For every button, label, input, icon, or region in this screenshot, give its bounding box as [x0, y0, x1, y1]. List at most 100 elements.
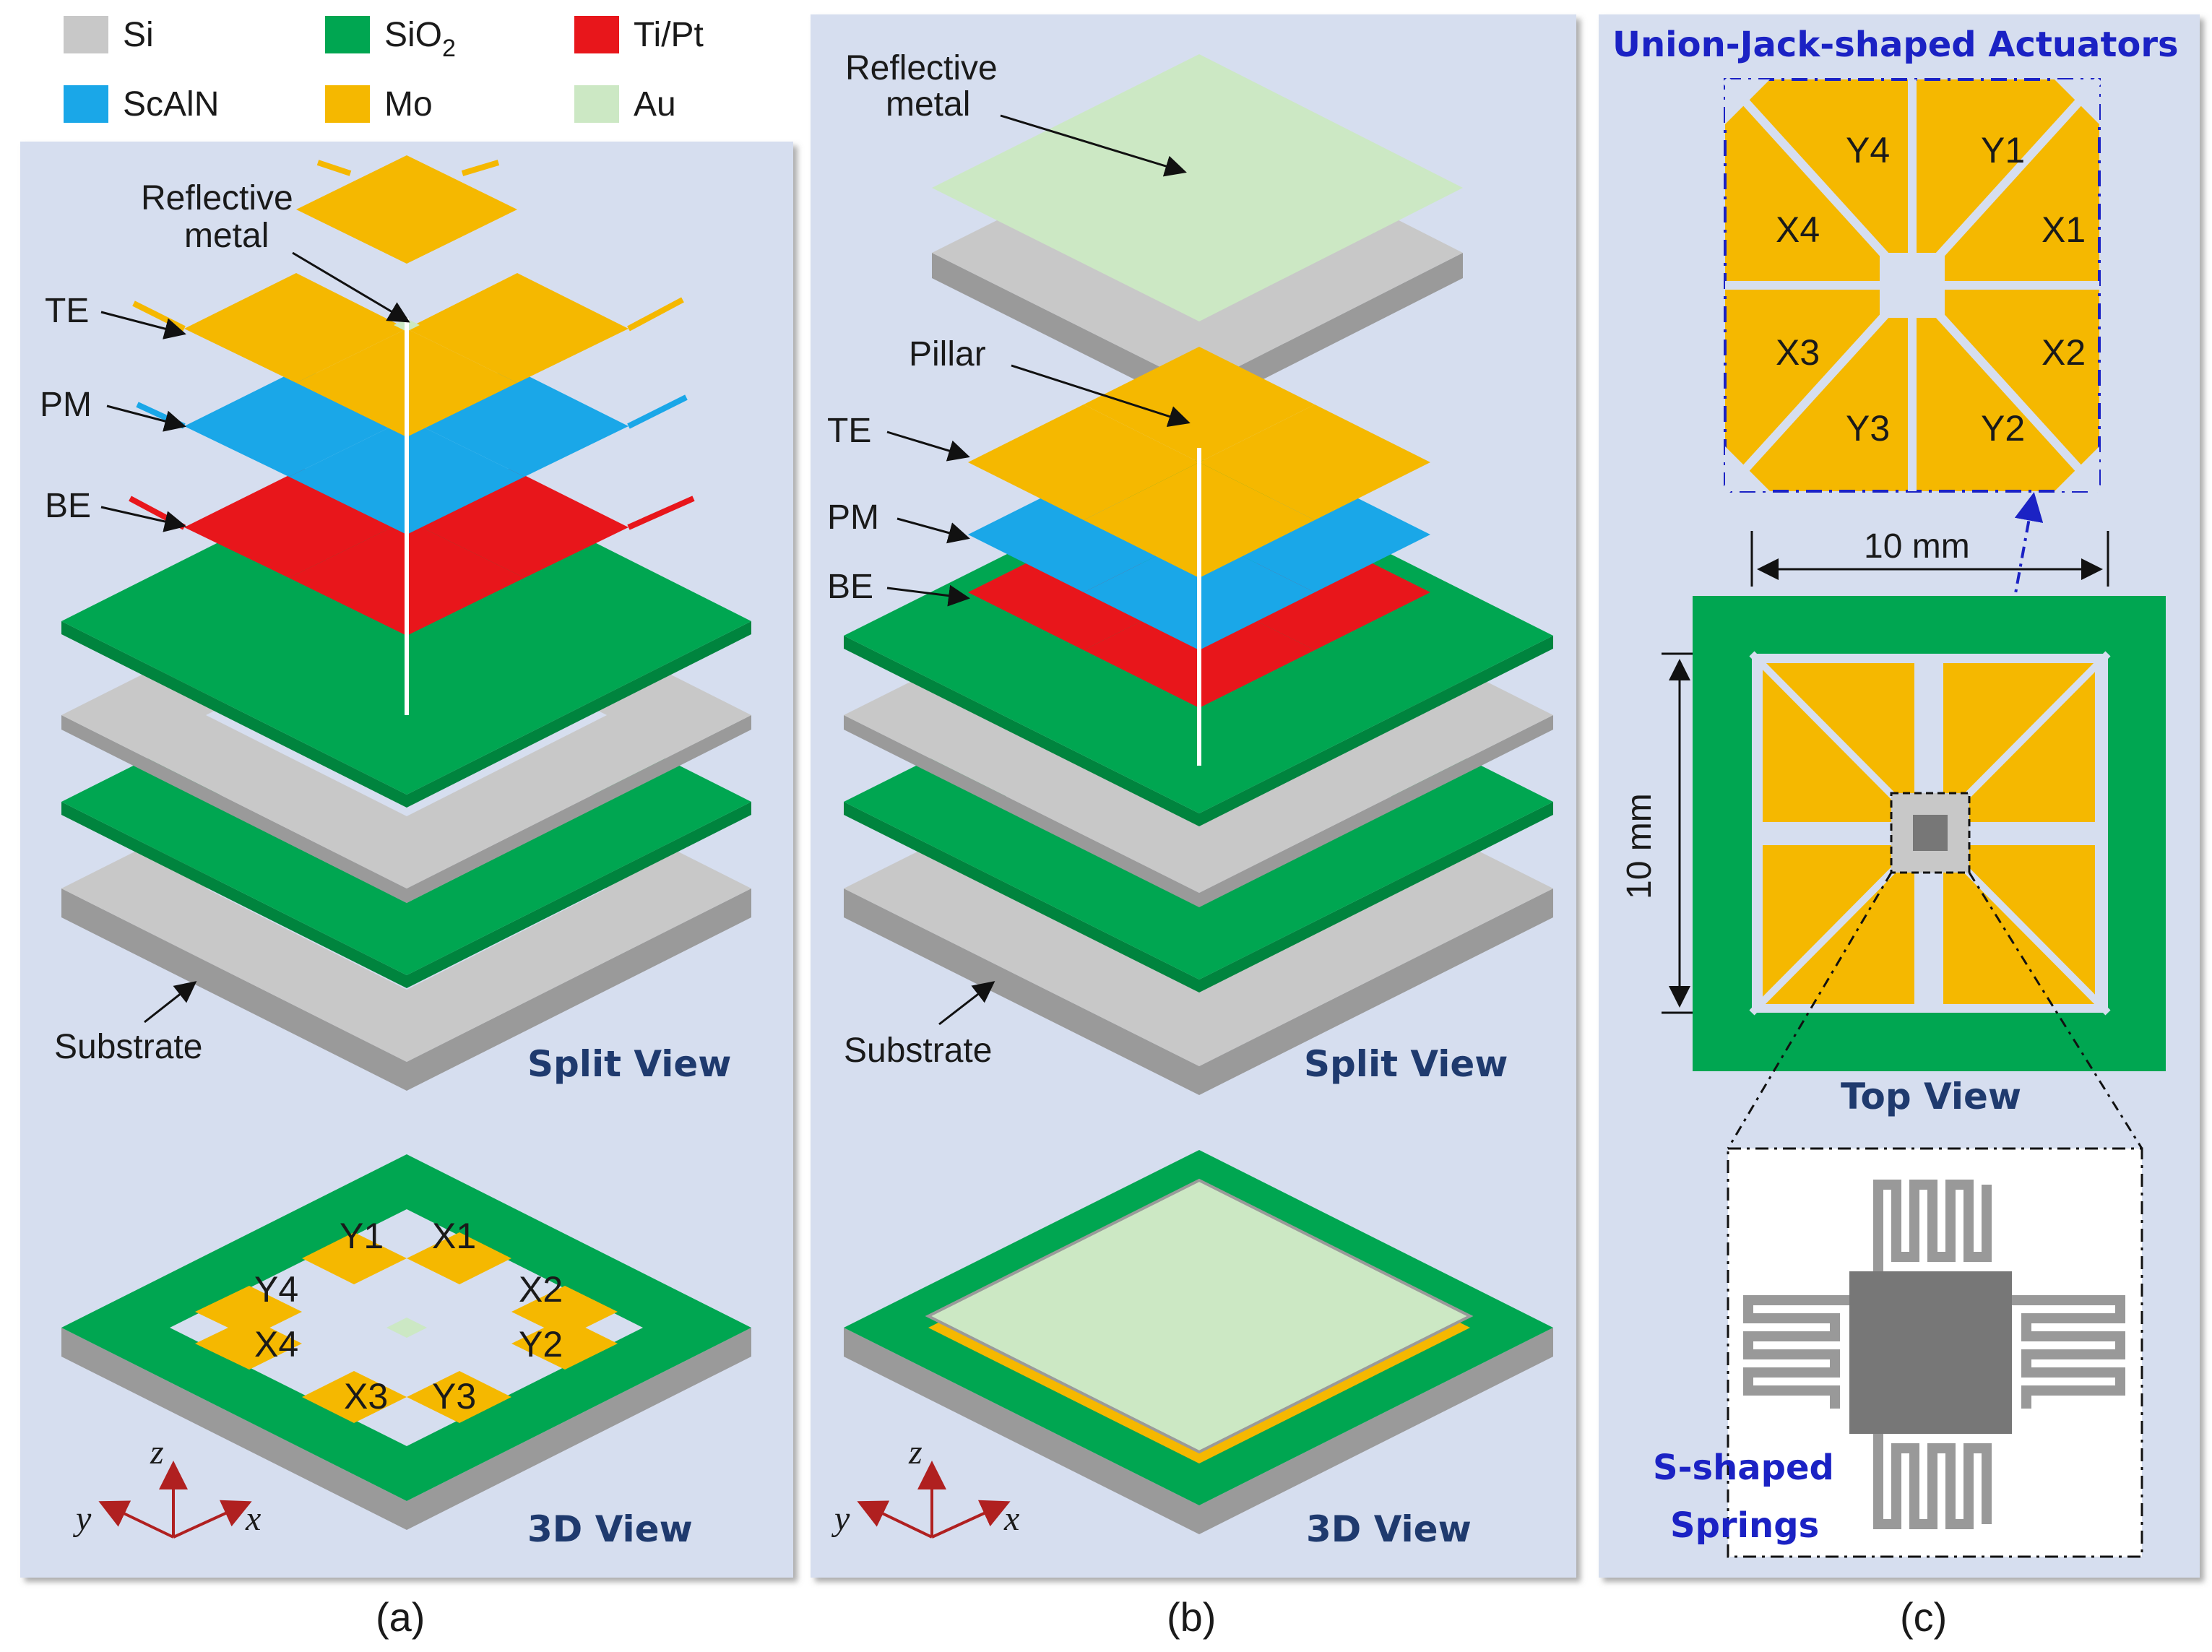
inset-label-y4: Y4 — [1846, 130, 1890, 170]
axis-y-arrow — [98, 1500, 174, 1539]
3d-mirror-center — [386, 1318, 427, 1338]
callout-substrate: Substrate — [54, 1028, 202, 1066]
spring-left — [1743, 1295, 1849, 1409]
b-axis-z-label: z — [908, 1433, 923, 1471]
panel-b-3d-view-title: 3D View — [1306, 1508, 1472, 1550]
panel-a-label-y3: Y3 — [432, 1376, 476, 1417]
panel-b-axes: z y x — [831, 1433, 1019, 1539]
panel-a-label-y4: Y4 — [254, 1269, 298, 1310]
panel-b: Reflective metal Pillar TE PM BE Substra… — [811, 14, 1576, 1578]
te-pad-e — [407, 273, 628, 383]
inset-label-y3: Y3 — [1846, 408, 1890, 449]
panel-a-label-y1: Y1 — [340, 1216, 384, 1256]
te-pad-n — [296, 155, 517, 264]
inset-corner-se — [2055, 446, 2099, 491]
3d-act-y4 — [195, 1286, 302, 1338]
b-callout-pm: PM — [827, 498, 879, 537]
b-callout-pillar: Pillar — [909, 335, 986, 373]
panel-a-split-view-title: Split View — [527, 1043, 731, 1085]
dim-v-label: 10 mm — [1620, 793, 1659, 899]
b-arrow-pillar — [1011, 364, 1191, 427]
inset-label-x4: X4 — [1776, 209, 1820, 250]
panel-a-label-x1: X1 — [432, 1216, 476, 1256]
panel-a-label-x4: X4 — [254, 1324, 298, 1365]
legend-label-au: Au — [634, 85, 676, 124]
3d-act-y2 — [511, 1318, 618, 1370]
legend-swatch-mo — [325, 85, 370, 123]
3d-act-x2 — [511, 1286, 618, 1338]
legend-swatch-tipt — [574, 16, 619, 53]
panel-c: Union-Jack-shaped Actuators Y4 Y1 X4 X1 … — [1599, 14, 2200, 1578]
3d-act-y3 — [407, 1371, 511, 1423]
arrow-te — [100, 311, 186, 340]
axis-x-arrow — [173, 1500, 252, 1539]
inset-title: Union-Jack-shaped Actuators — [1612, 25, 2179, 65]
te-pad-w — [184, 273, 407, 383]
b-axis-x-arrow — [931, 1500, 1011, 1539]
legend-swatch-si — [64, 16, 108, 53]
inset-corner-ne — [2055, 79, 2099, 124]
spring-bottom — [1873, 1434, 1992, 1529]
legend-item-au: Au — [574, 85, 676, 124]
springs-label-line2: Springs — [1670, 1505, 1819, 1546]
legend-swatch-au — [574, 85, 619, 123]
zoom-line-left — [1727, 872, 1893, 1149]
legend-label-scaln: ScAlN — [123, 85, 219, 124]
callout-pm: PM — [40, 386, 92, 424]
springs-label-line1: S-shaped — [1653, 1448, 1834, 1488]
callout-be: BE — [45, 487, 91, 525]
axis-y-label: y — [72, 1500, 92, 1538]
arrow-reflective — [292, 251, 410, 323]
panel-b-3d-view — [844, 1150, 1553, 1534]
mirror-au-top — [932, 54, 1463, 321]
b-axis-y-label: y — [831, 1500, 850, 1538]
b-callout-be: BE — [827, 568, 873, 606]
arrow-pm — [106, 405, 186, 432]
b-callout-reflective-line2: metal — [886, 85, 970, 124]
be-lead-e — [627, 496, 695, 530]
panel-b-caption: (b) — [1167, 1594, 1216, 1640]
b-callout-te: TE — [827, 412, 871, 450]
b-arrow-be — [886, 584, 970, 607]
b-arrow-pm — [897, 517, 970, 544]
panel-b-split-view-title: Split View — [1304, 1043, 1508, 1085]
inset-label-y2: Y2 — [1981, 408, 2025, 449]
legend-label-mo: Mo — [384, 85, 433, 124]
inset-label-x1: X1 — [2042, 209, 2086, 250]
b-axis-y-arrow — [857, 1500, 933, 1539]
callout-reflective-line1: Reflective — [141, 179, 293, 217]
spring-top — [1873, 1180, 1992, 1271]
zoom-line-right — [1968, 872, 2143, 1149]
panel-b-te-layer — [968, 347, 1430, 578]
arrow-substrate — [144, 981, 197, 1024]
top-view-title: Top View — [1841, 1076, 2021, 1117]
legend: Si SiO2 Ti/Pt ScAlN Mo Au — [64, 16, 704, 124]
panel-a-3d-view — [61, 1154, 751, 1530]
springs-inset — [1727, 1147, 2143, 1558]
inset-center — [1880, 253, 1945, 318]
inset-label-y1: Y1 — [1981, 130, 2025, 170]
panel-a-label-x3: X3 — [344, 1376, 388, 1417]
te-lead-e — [627, 297, 684, 332]
dim-h-label: 10 mm — [1864, 527, 1970, 566]
b-callout-reflective-line1: Reflective — [845, 49, 998, 87]
springs-mirror-plate — [1849, 1271, 2012, 1434]
3d-act-x4 — [195, 1318, 302, 1370]
legend-item-mo: Mo — [325, 85, 433, 124]
b-3d-mirror — [925, 1178, 1474, 1454]
axis-x-label: x — [245, 1500, 261, 1538]
union-jack-inset — [1721, 76, 2103, 495]
legend-swatch-sio2 — [325, 16, 370, 53]
top-view-mirror-plate — [1913, 815, 1948, 851]
te-lead-n2 — [461, 160, 500, 176]
legend-label-sio2: SiO2 — [384, 16, 456, 62]
3d-act-y1 — [302, 1232, 407, 1284]
b-arrow-te — [886, 431, 970, 462]
legend-item-tipt: Ti/Pt — [574, 16, 704, 54]
spring-right — [2012, 1295, 2125, 1409]
legend-item-scaln: ScAlN — [64, 85, 219, 124]
panel-a-label-x2: X2 — [519, 1269, 563, 1310]
inset-label-x2: X2 — [2042, 332, 2086, 373]
legend-label-si: Si — [123, 16, 154, 54]
